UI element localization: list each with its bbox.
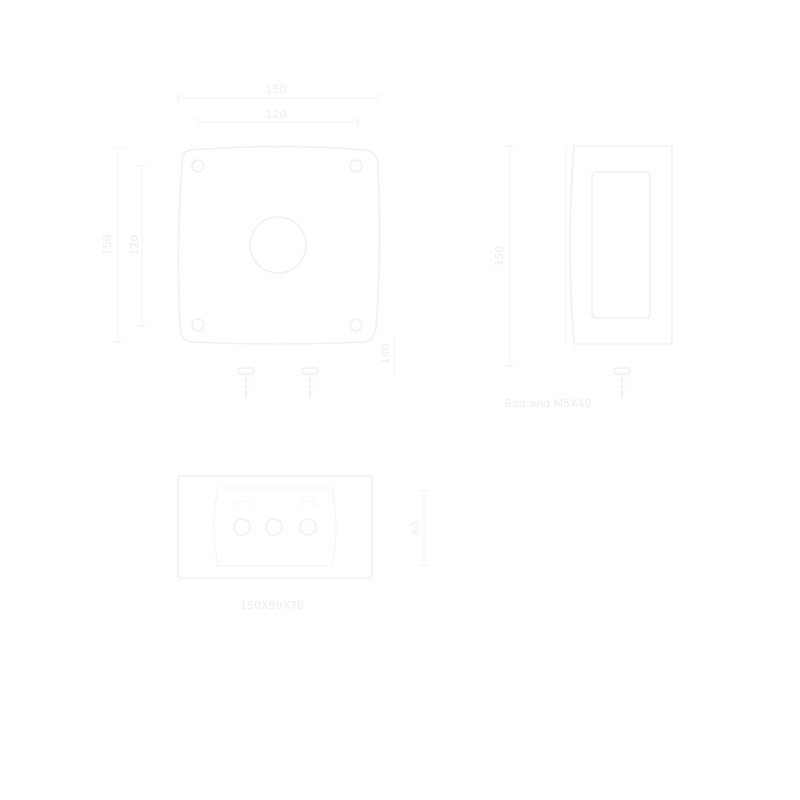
box-outline bbox=[177, 145, 381, 345]
bottom-outline bbox=[177, 475, 373, 579]
bolt-label: Bolt and M5X40 bbox=[504, 397, 591, 410]
center-cable-hole bbox=[249, 216, 307, 274]
side-outline bbox=[569, 145, 673, 345]
arc-mark bbox=[297, 500, 319, 507]
depth-label: 140 bbox=[379, 344, 392, 365]
bottom-hole bbox=[265, 518, 283, 536]
side-screw bbox=[613, 367, 631, 398]
side-inner-cavity bbox=[591, 171, 651, 319]
overall-width-label: 150 bbox=[266, 83, 287, 96]
bottom-inner-profile bbox=[213, 487, 337, 567]
side-view: 150 Bolt and M5X40 bbox=[493, 145, 673, 410]
bottom-hole bbox=[299, 518, 317, 536]
screw-hole bbox=[349, 318, 363, 332]
side-height-label: 150 bbox=[493, 246, 506, 267]
screw bbox=[237, 367, 255, 398]
hole-spacing-x-label: 120 bbox=[266, 108, 287, 121]
screw-hole bbox=[349, 159, 363, 173]
bottom-view: 60 150X90X70 bbox=[177, 475, 430, 612]
bottom-height-label: 60 bbox=[409, 521, 422, 535]
hole-spacing-y-label: 120 bbox=[128, 235, 141, 256]
bottom-hole bbox=[233, 518, 251, 536]
top-view: 150 120 150 120 140 bbox=[101, 83, 395, 398]
screw-hole bbox=[191, 159, 205, 173]
screw bbox=[301, 367, 319, 398]
screw-hole bbox=[191, 318, 205, 332]
arc-mark bbox=[231, 500, 253, 507]
size-label: 150X90X70 bbox=[240, 599, 304, 612]
overall-height-label: 150 bbox=[101, 235, 114, 256]
